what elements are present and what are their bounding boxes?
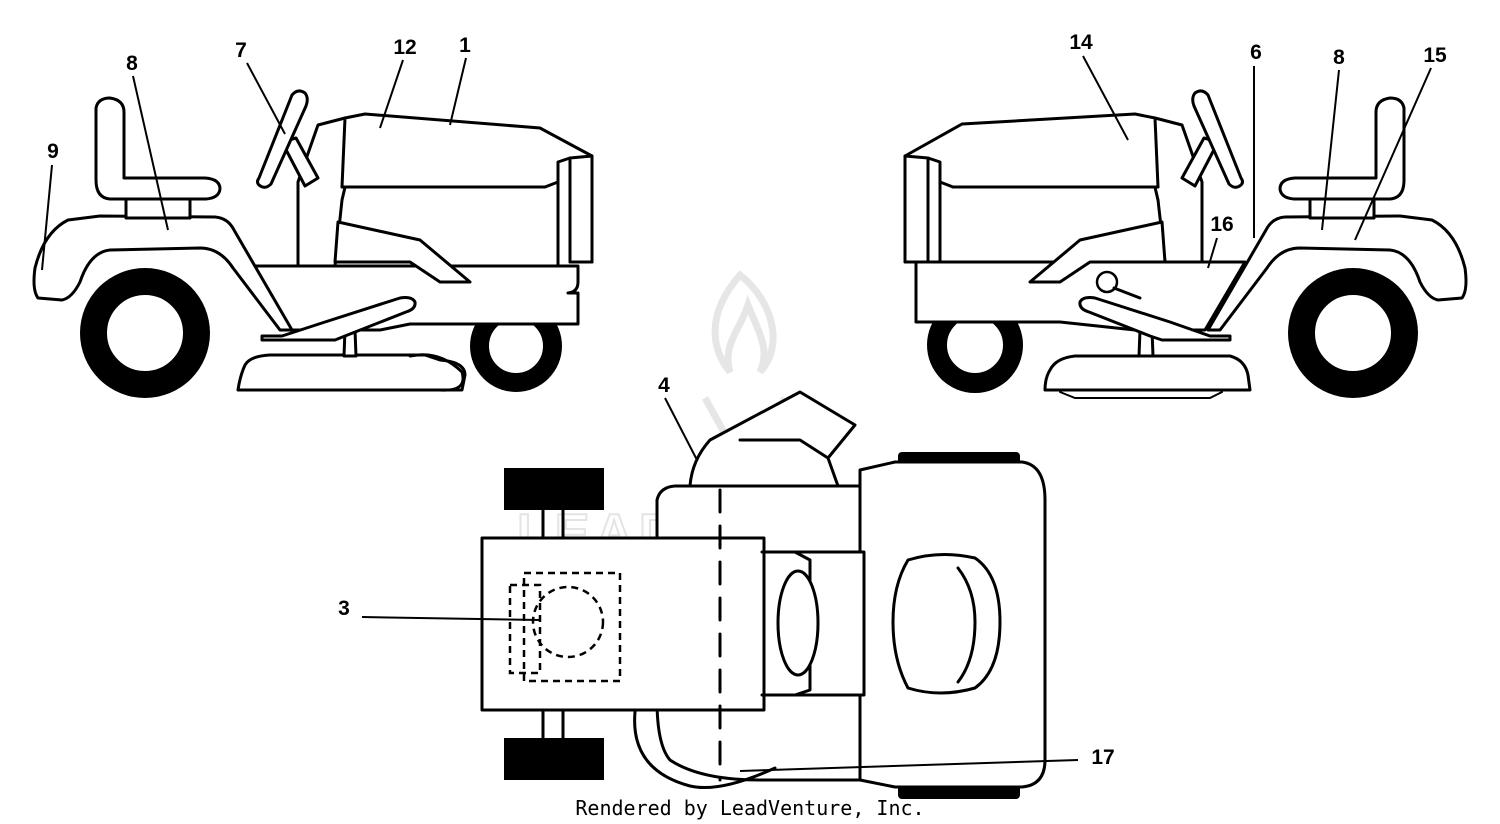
callout-15: 15 bbox=[1423, 44, 1447, 67]
front-tire-top-2 bbox=[504, 738, 604, 780]
right-side-view bbox=[903, 89, 1468, 399]
callout-4: 4 bbox=[658, 374, 670, 397]
callout-labels: 1 12 7 8 9 14 6 8 15 16 4 3 17 bbox=[47, 31, 1447, 769]
callout-12: 12 bbox=[393, 36, 416, 59]
callout-8-left: 8 bbox=[126, 52, 138, 75]
callout-7: 7 bbox=[235, 39, 247, 62]
left-side-view bbox=[32, 89, 594, 398]
callout-14: 14 bbox=[1069, 31, 1093, 54]
leader-lines bbox=[41, 55, 1432, 772]
callout-8-right: 8 bbox=[1333, 46, 1345, 69]
front-tire-top-1 bbox=[504, 468, 604, 510]
callout-9: 9 bbox=[47, 140, 59, 163]
credit-text: Rendered by LeadVenture, Inc. bbox=[575, 796, 924, 820]
callout-16: 16 bbox=[1210, 213, 1233, 236]
callout-1: 1 bbox=[459, 34, 471, 57]
callout-17: 17 bbox=[1091, 746, 1114, 769]
callout-3: 3 bbox=[338, 597, 350, 620]
top-view bbox=[480, 390, 1047, 799]
callout-6: 6 bbox=[1250, 41, 1262, 64]
